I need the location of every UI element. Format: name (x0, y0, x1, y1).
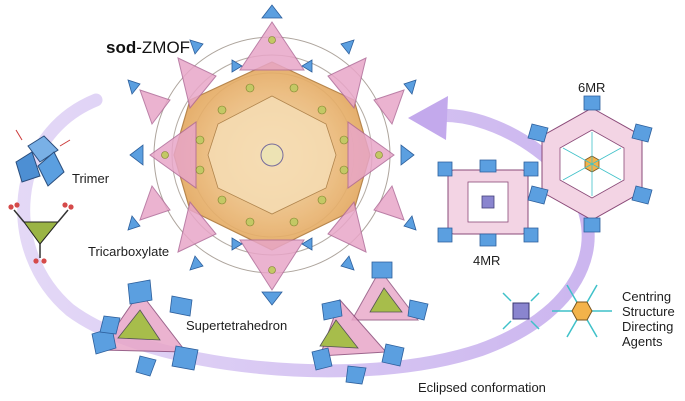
diagram-title: sod-ZMOF (106, 38, 190, 58)
title-bold: sod (106, 38, 137, 57)
tricarboxylate-label: Tricarboxylate (88, 244, 170, 259)
eclipsed-label: Eclipsed conformation (418, 380, 546, 395)
ring-6mr-label: 6MR (578, 80, 606, 95)
sda-line: Structure (622, 304, 675, 319)
arrow-head (408, 96, 448, 140)
eclipsed-structure (311, 261, 429, 385)
pink-tetrahedra (139, 21, 405, 291)
blue-trimers (127, 4, 417, 306)
trimer-icon (15, 129, 71, 187)
title-rest: -ZMOF (136, 38, 191, 57)
tricarboxylate-icon (8, 202, 74, 264)
supertetrahedron-structure (91, 279, 199, 377)
sda-line: Centring (622, 289, 672, 304)
sda-line: Agents (622, 334, 663, 349)
supertetrahedron-label: Supertetrahedron (186, 318, 288, 333)
ring-4mr-label: 4MR (473, 253, 501, 268)
trimer-label: Trimer (72, 171, 110, 186)
hexagon-sda-icon (552, 284, 612, 338)
ring-4mr-structure (437, 159, 539, 247)
sod-zmof-structure (127, 4, 417, 306)
sda-label: Centring Structure Directing Agents (622, 289, 675, 349)
square-sda-icon (502, 292, 540, 330)
sda-icons (502, 284, 612, 338)
sda-line: Directing (622, 319, 674, 334)
olive-linkers (161, 36, 383, 274)
ring-6mr-structure (527, 95, 653, 233)
